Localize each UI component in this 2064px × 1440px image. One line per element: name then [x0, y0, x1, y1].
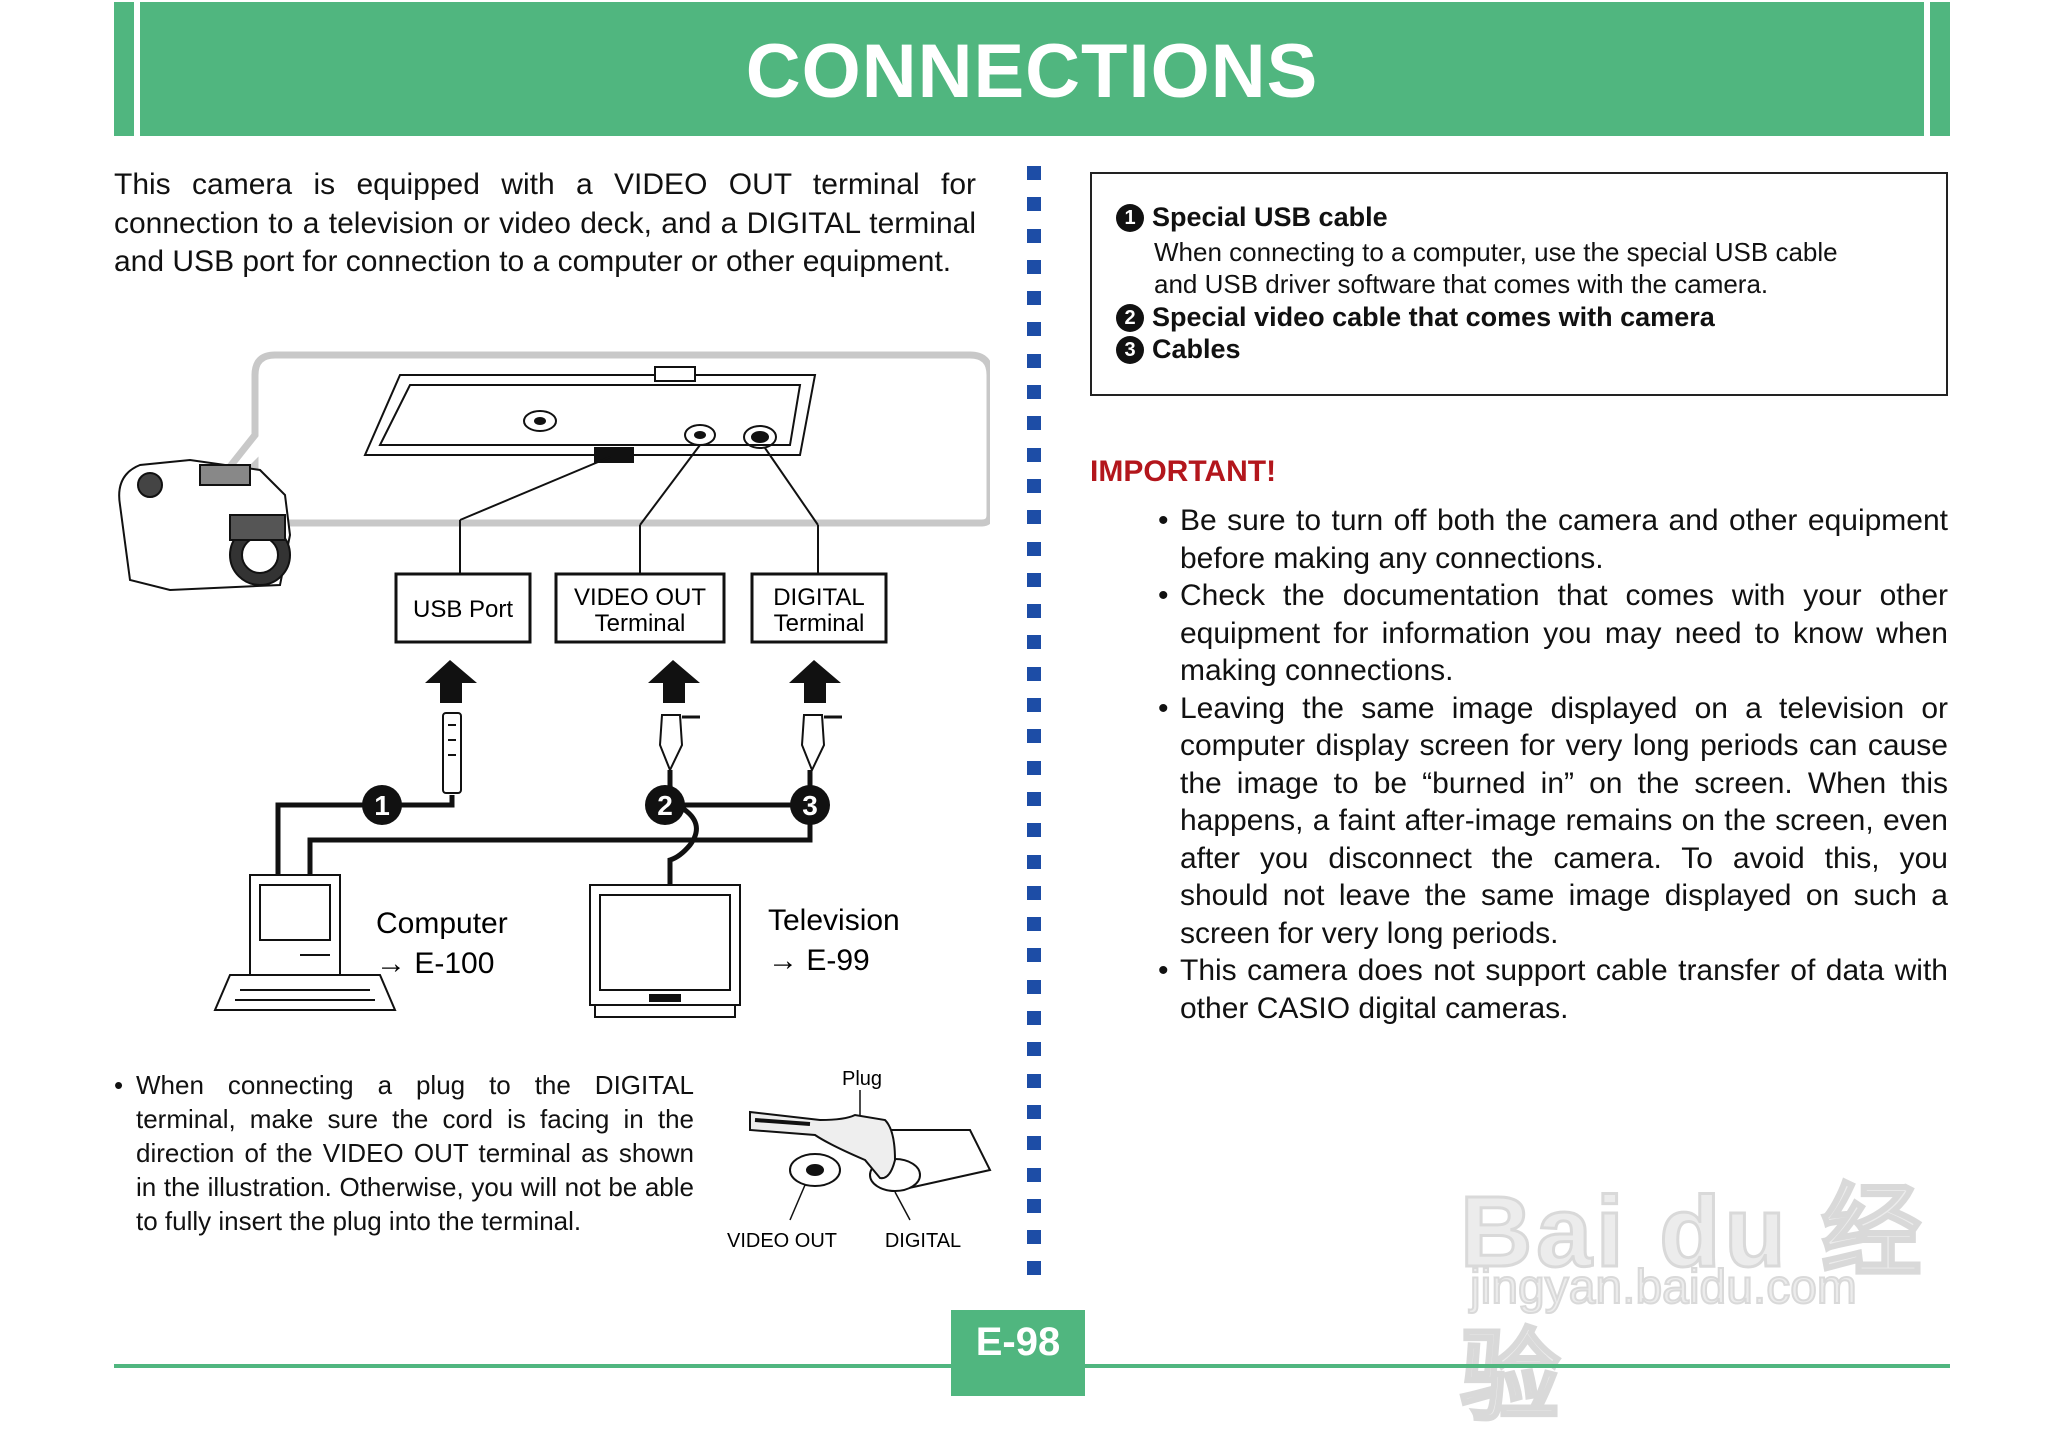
- television-label: Television: [768, 904, 900, 937]
- divider-square: [1027, 1261, 1041, 1276]
- divider-square: [1027, 823, 1041, 838]
- divider-square: [1027, 353, 1041, 368]
- divider-square: [1027, 510, 1041, 525]
- connect-arrows: [425, 660, 841, 703]
- video-plug-icon: [658, 714, 684, 773]
- divider-square: [1027, 917, 1041, 932]
- divider-square: [1027, 666, 1041, 681]
- divider-square: [1027, 698, 1041, 713]
- legend-item-2: 2 Special video cable that comes with cam…: [1116, 302, 1715, 333]
- intro-paragraph: This camera is equipped with a VIDEO OUT…: [114, 168, 976, 278]
- arrow-up-icon: [648, 660, 700, 703]
- divider-square: [1027, 854, 1041, 869]
- divider-square: [1027, 791, 1041, 806]
- divider-square: [1027, 197, 1041, 212]
- legend-number-badge: 3: [1116, 336, 1144, 364]
- connection-diagram: USB Port VIDEO OUT Terminal DIGITAL Term…: [118, 351, 990, 1018]
- watermark-url: jingyan.baidu.com: [1469, 1260, 1858, 1315]
- arrow-up-icon: [789, 660, 841, 703]
- cable-number-1: 1: [374, 790, 390, 821]
- divider-square: [1027, 1167, 1041, 1182]
- cable-legend-box: 1 Special USB cable When connecting to a …: [1090, 172, 1948, 396]
- arrow-up-icon: [425, 660, 477, 703]
- important-bullet: Check the documentation that comes with …: [1152, 577, 1948, 690]
- divider-square: [1027, 729, 1041, 744]
- cable-number-3: 3: [802, 790, 818, 821]
- usb-port-box: [394, 572, 532, 644]
- computer-ref: → E-100: [376, 947, 494, 980]
- legend-number-badge: 2: [1116, 304, 1144, 332]
- plug-orientation-illustration: Plug VIDEO OUT DIGITAL: [727, 1068, 992, 1252]
- divider-square: [1027, 416, 1041, 431]
- digital-small-label: DIGITAL: [885, 1230, 961, 1252]
- important-list: Be sure to turn off both the camera and …: [1152, 502, 1948, 1027]
- divider-square: [1027, 291, 1041, 306]
- digital-terminal-box: [750, 572, 888, 644]
- important-bullet: Leaving the same image displayed on a te…: [1152, 690, 1948, 953]
- page-number-tab: E-98: [951, 1310, 1085, 1396]
- divider-square: [1027, 478, 1041, 493]
- video-out-small-label: VIDEO OUT: [727, 1230, 837, 1252]
- divider-square: [1027, 635, 1041, 650]
- page-title: CONNECTIONS: [745, 29, 1319, 114]
- legend-title: Special video cable that comes with came…: [1152, 302, 1715, 332]
- page-header: CONNECTIONS: [114, 2, 1950, 136]
- divider-square: [1027, 385, 1041, 400]
- important-bullet: This camera does not support cable trans…: [1152, 952, 1948, 1027]
- plug-label: Plug: [842, 1068, 882, 1090]
- important-bullet: Be sure to turn off both the camera and …: [1152, 502, 1948, 577]
- cable-plugs: [442, 712, 842, 794]
- divider-square: [1027, 1198, 1041, 1213]
- usb-plug-icon: [442, 712, 462, 794]
- divider-square: [1027, 572, 1041, 587]
- computer-label: Computer: [376, 907, 508, 940]
- divider-square: [1027, 979, 1041, 994]
- legend-title: Cables: [1152, 334, 1241, 364]
- column-divider: [1027, 166, 1041, 1290]
- terminal-panel-illustration: [363, 366, 819, 575]
- divider-square: [1027, 948, 1041, 963]
- usb-port-label: USB Port: [413, 596, 513, 623]
- divider-square: [1027, 1136, 1041, 1151]
- divider-square: [1027, 541, 1041, 556]
- page-number: E-98: [975, 1320, 1061, 1364]
- legend-title: Special USB cable: [1152, 202, 1388, 232]
- divider-square: [1027, 166, 1041, 180]
- video-out-terminal-box: [554, 572, 726, 644]
- divider-square: [1027, 1073, 1041, 1088]
- television-icon: [589, 884, 741, 1018]
- television-ref: → E-99: [768, 944, 870, 977]
- legend-desc-line1: When connecting to a computer, use the s…: [1154, 237, 1838, 267]
- divider-square: [1027, 322, 1041, 337]
- divider-square: [1027, 1104, 1041, 1119]
- video-out-label-line2: Terminal: [595, 610, 686, 637]
- divider-square: [1027, 760, 1041, 775]
- camera-illustration: [118, 458, 292, 592]
- baidu-watermark: Bai du 经验 jingyan.baidu.com: [1459, 1090, 1960, 1435]
- digital-label-line1: DIGITAL: [773, 584, 865, 611]
- divider-square: [1027, 1230, 1041, 1245]
- watermark-logo: Bai du 经验: [1459, 1175, 1926, 1435]
- important-heading: IMPORTANT!: [1090, 455, 1277, 488]
- digital-plug-icon: [800, 714, 826, 773]
- cable-number-2: 2: [657, 790, 673, 821]
- digital-plug-note: When connecting a plug to the DIGITAL te…: [114, 1068, 694, 1238]
- divider-square: [1027, 228, 1041, 243]
- cable-number-badges: 1 2 3: [362, 785, 830, 825]
- digital-label-line2: Terminal: [774, 610, 865, 637]
- divider-square: [1027, 1042, 1041, 1057]
- legend-item-1: 1 Special USB cable: [1116, 202, 1388, 233]
- divider-square: [1027, 447, 1041, 462]
- divider-square: [1027, 259, 1041, 274]
- legend-item-3: 3 Cables: [1116, 334, 1241, 365]
- divider-square: [1027, 1011, 1041, 1026]
- legend-desc-line2: and USB driver software that comes with …: [1154, 269, 1769, 299]
- divider-square: [1027, 604, 1041, 619]
- legend-number-badge: 1: [1116, 204, 1144, 232]
- video-out-label-line1: VIDEO OUT: [574, 584, 706, 611]
- computer-icon: [213, 874, 397, 1011]
- cables: [275, 770, 813, 885]
- divider-square: [1027, 885, 1041, 900]
